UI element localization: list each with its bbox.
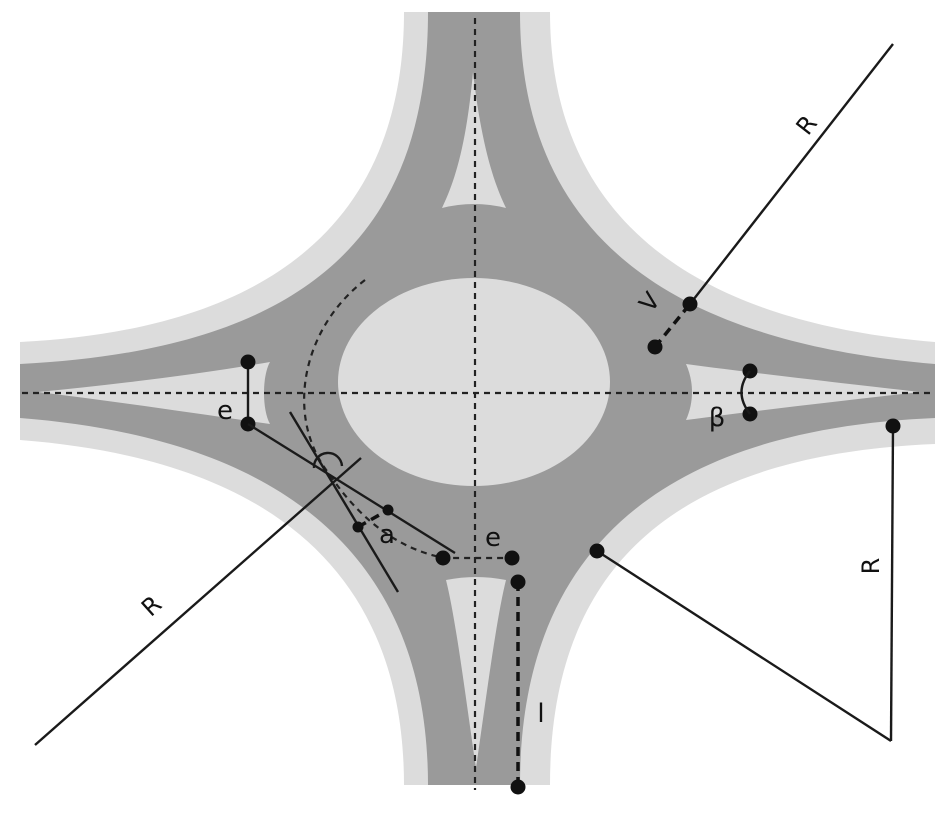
radius-line-bottom-right-a (596, 549, 892, 743)
length-l-top (510, 574, 526, 590)
label-radius-bottom-right: R (857, 558, 885, 575)
deflection-line (653, 302, 692, 349)
offset-a-line (357, 508, 389, 529)
deflection-point-outer (682, 296, 698, 312)
label-radius-top-right: R (791, 110, 823, 140)
label-offset-a: a (379, 520, 395, 550)
entry-width-bottom-left (435, 550, 451, 566)
radius-line-bottom-left (34, 457, 362, 746)
label-entry-width-bottom: e (485, 523, 501, 553)
entry-width-left-top (240, 354, 256, 370)
label-beta: β (709, 403, 726, 433)
crossing-line (288, 411, 400, 593)
radius-point-bottom-right-b (885, 418, 901, 434)
beta-arc (740, 370, 751, 415)
entry-tangent-line (247, 422, 456, 555)
label-length-l: l (537, 699, 544, 729)
angle-arc (312, 451, 344, 469)
label-radius-bottom-left: R (136, 590, 167, 622)
offset-a-point-upper (382, 504, 394, 516)
circulatory-path (303, 279, 512, 560)
radius-point-bottom-right-a (589, 543, 605, 559)
deflection-point-inner (647, 339, 663, 355)
label-entry-width-left: e (217, 396, 233, 426)
radius-line-bottom-right-b (889, 425, 895, 742)
radius-line-top-right (689, 43, 894, 305)
entry-width-bottom-right (504, 550, 520, 566)
offset-a-point-lower (352, 521, 364, 533)
length-l-bottom (510, 779, 526, 795)
